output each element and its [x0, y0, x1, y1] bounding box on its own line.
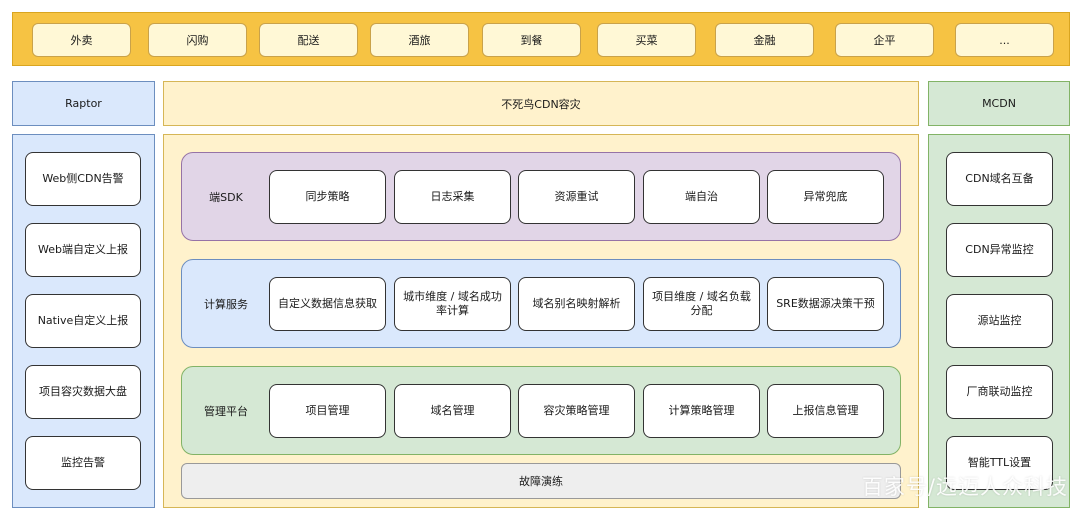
business-item-maicai: 买菜	[597, 23, 696, 57]
raptor-item-web-custom-report: Web端自定义上报	[25, 223, 141, 277]
sdk-item-resource-retry: 资源重试	[518, 170, 635, 224]
sdk-row-label: 端SDK	[209, 190, 243, 204]
watermark-text: 百家号/远迈人众科技	[861, 475, 1068, 499]
sdk-item-sync-strategy: 同步策略	[269, 170, 386, 224]
mcdn-item-smart-ttl: 智能TTL设置	[946, 436, 1053, 490]
compute-row-label: 计算服务	[204, 297, 248, 311]
fault-drill-bar: 故障演练	[181, 463, 901, 499]
business-item-qiping: 企平	[835, 23, 934, 57]
business-item-peisong: 配送	[259, 23, 358, 57]
mgmt-item-project: 项目管理	[269, 384, 386, 438]
mgmt-item-dr-strategy: 容灾策略管理	[518, 384, 635, 438]
compute-item-custom-data: 自定义数据信息获取	[269, 277, 386, 331]
raptor-item-native-custom-report: Native自定义上报	[25, 294, 141, 348]
mcdn-header: MCDN	[928, 81, 1070, 126]
business-item-jinrong: 金融	[715, 23, 814, 57]
sdk-item-client-autonomy: 端自治	[643, 170, 760, 224]
sdk-item-exception-fallback: 异常兜底	[767, 170, 884, 224]
mgmt-item-compute-strategy: 计算策略管理	[643, 384, 760, 438]
mcdn-item-domain-backup: CDN域名互备	[946, 152, 1053, 206]
raptor-item-monitor-alert: 监控告警	[25, 436, 141, 490]
sdk-item-log-collect: 日志采集	[394, 170, 511, 224]
mcdn-item-vendor-monitor: 厂商联动监控	[946, 365, 1053, 419]
compute-item-sre-intervention: SRE数据源决策干预	[767, 277, 884, 331]
management-row-label: 管理平台	[204, 404, 248, 418]
business-item-more: ...	[955, 23, 1054, 57]
business-item-waimai: 外卖	[32, 23, 131, 57]
compute-item-alias-mapping: 域名别名映射解析	[518, 277, 635, 331]
mgmt-item-domain: 域名管理	[394, 384, 511, 438]
business-item-jiulv: 酒旅	[370, 23, 469, 57]
mcdn-item-origin-monitor: 源站监控	[946, 294, 1053, 348]
raptor-header: Raptor	[12, 81, 155, 126]
phoenix-cdn-header: 不死鸟CDN容灾	[163, 81, 919, 126]
business-item-shangou: 闪购	[148, 23, 247, 57]
raptor-item-web-cdn-alert: Web侧CDN告警	[25, 152, 141, 206]
raptor-item-dashboard: 项目容灾数据大盘	[25, 365, 141, 419]
mcdn-item-anomaly-monitor: CDN异常监控	[946, 223, 1053, 277]
compute-item-city-success-rate: 城市维度 / 域名成功率计算	[394, 277, 511, 331]
business-item-daocan: 到餐	[482, 23, 581, 57]
mgmt-item-report-info: 上报信息管理	[767, 384, 884, 438]
compute-item-load-distribution: 项目维度 / 域名负载分配	[643, 277, 760, 331]
business-line-bar: 外卖 闪购 配送 酒旅 到餐 买菜 金融 企平 ...	[12, 12, 1070, 66]
